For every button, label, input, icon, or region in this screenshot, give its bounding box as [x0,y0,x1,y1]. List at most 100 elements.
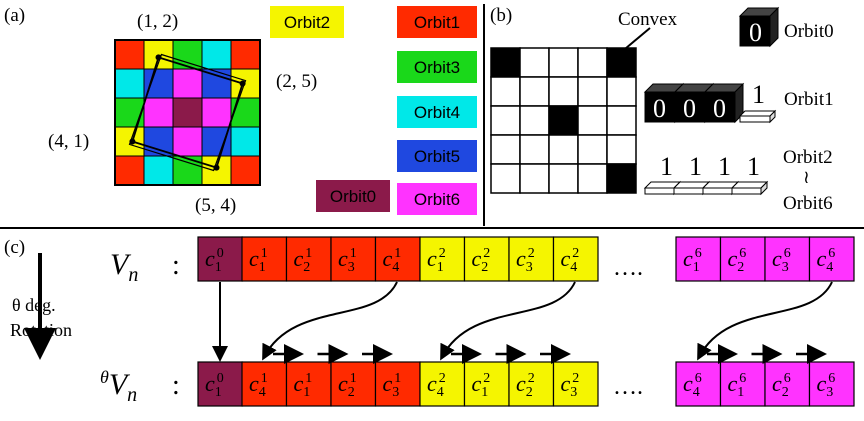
binary-cell-2-5 [606,76,637,107]
grid-cell-1-4 [201,39,232,70]
bottom-row-cell-5 [374,361,421,407]
cell-superscript: 2 [572,246,580,261]
coord-dot-3 [213,164,220,171]
orbit1-label: Orbit1 [784,89,834,110]
binary-cell-1-1 [490,47,521,78]
bottom-row-cell-7 [463,361,510,407]
cell-superscript: 1 [349,371,357,386]
vn-bottom-v: V [108,368,128,401]
cell-superscript: 2 [438,246,446,261]
bottom-row-cell-label-7: c12 [472,372,491,400]
cell-superscript: 1 [394,371,402,386]
grid-cell-3-5 [230,97,261,128]
orbit2-label: Orbit2 [783,147,833,168]
cell-c-letter: c [427,371,437,396]
bottom-row-cell-9 [552,361,599,407]
cell-c-letter: c [560,246,571,271]
cell-c-letter: c [516,371,526,396]
cell-superscript: 1 [260,371,268,386]
coord-label-2-5: (2, 5) [276,71,318,92]
legend-orbit2: Orbit2 [270,6,344,38]
rotated-square-inner [128,53,247,172]
top-row-cell-label-6: c12 [427,247,446,275]
bottom-row-cell-label-10: c46 [683,372,702,400]
cell-subscript: 2 [481,260,489,275]
cell-c-letter: c [471,246,482,271]
cell-subscript: 2 [347,385,355,400]
cell-superscript: 1 [349,246,357,261]
grid-cell-2-1 [114,68,145,99]
legend-orbit5: Orbit5 [397,140,477,172]
top-row-cell-label-4: c31 [338,247,357,275]
orbit2-one-4: 1 [747,152,760,181]
cell-c-letter: c [683,246,693,271]
cell-subscript: 3 [781,260,789,275]
orbit1-block-1-front [644,91,676,123]
cell-c-letter: c [338,246,348,271]
binary-cell-5-2 [519,163,550,194]
binary-cell-2-4 [577,76,608,107]
cell-superscript: 6 [828,371,836,386]
bottom-row-cell-11 [719,361,766,407]
grid-cell-5-2 [143,155,174,186]
orbit2-one-1: 1 [660,152,673,181]
cell-superscript: 6 [694,246,702,261]
top-row-cell-label-3: c21 [294,247,313,275]
ellipsis-bottom: …. [613,374,643,400]
binary-cell-4-1 [490,134,521,165]
cell-subscript: 1 [214,385,222,400]
binary-cell-5-4 [577,163,608,194]
vn-top-sub: n [128,264,139,286]
cell-superscript: 6 [783,371,791,386]
cell-subscript: 1 [692,260,700,275]
binary-cell-1-4 [577,47,608,78]
grid-cell-2-3 [172,68,203,99]
grid-border [114,39,261,186]
cell-superscript: 6 [739,246,747,261]
top-row-cell-label-7: c22 [472,247,491,275]
binary-cell-5-5 [606,163,637,194]
orbit1-block-3 [703,82,745,124]
orbit0-digit: 0 [749,18,762,47]
top-row-cell-label-8: c32 [516,247,535,275]
grid-cell-4-5 [230,126,261,157]
cell-superscript: 6 [783,246,791,261]
grid-cell-5-1 [114,155,145,186]
top-row-cell-label-5: c41 [383,247,402,275]
orbit1-cycle-arrow [262,281,398,361]
top-row-cell-5 [374,236,421,282]
legend-orbit1: Orbit1 [397,6,477,38]
cell-c-letter: c [249,246,259,271]
cell-c-letter: c [471,371,482,396]
binary-cell-4-5 [606,134,637,165]
top-row-cell-9 [552,236,599,282]
cell-superscript: 1 [305,371,313,386]
cell-subscript: 3 [570,385,578,400]
legend-orbit3: Orbit3 [397,51,477,83]
cell-c-letter: c [427,246,437,271]
panel-a-label: (a) [4,5,26,26]
panel-b-label: (b) [490,5,513,26]
panel-c [24,236,855,407]
grid-cell-3-3 [172,97,203,128]
top-row-cell-label-12: c36 [772,247,791,275]
bottom-row-cell-label-5: c31 [383,372,402,400]
orbit1-flat-block-top [738,110,777,117]
cell-superscript: 0 [216,371,224,386]
grid-cell-3-2 [143,97,174,128]
orbit0-block [738,6,780,48]
cell-superscript: 2 [527,371,535,386]
binary-cell-5-3 [548,163,579,194]
grid-cell-3-4 [201,97,232,128]
rotation-text-2: Rotation [10,320,72,340]
cell-c-letter: c [772,246,782,271]
binary-cell-3-4 [577,105,608,136]
cell-subscript: 2 [781,385,789,400]
cell-c-letter: c [249,371,259,396]
cell-subscript: 2 [737,260,745,275]
coord-label-1-2: (1, 2) [137,11,179,32]
orbit1-digit-3: 0 [713,94,726,123]
cell-superscript: 6 [739,371,747,386]
vn-bottom-colon: : [172,370,180,401]
